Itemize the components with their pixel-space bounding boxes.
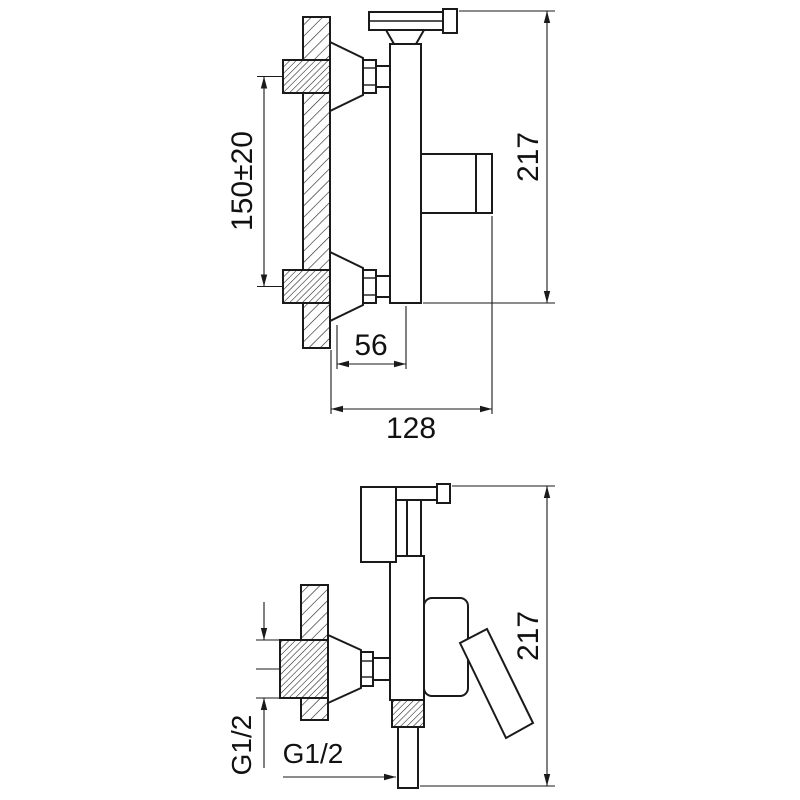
- lower-escutcheon: [329, 250, 391, 323]
- top-view: 150±20 217 56 128: [226, 8, 555, 445]
- escutcheon-bottom: [327, 633, 391, 705]
- holder-end-cap: [436, 483, 451, 504]
- upper-escutcheon-nut: [362, 59, 377, 94]
- handle-end-cap: [442, 8, 458, 34]
- escutcheon-cone-bottom: [327, 633, 362, 705]
- dimension-hose-thread: G1/2: [283, 738, 396, 781]
- lower-connector-tip: [375, 275, 391, 298]
- connector-tip-bottom: [372, 657, 391, 681]
- dimension-overall-height-top: 217: [423, 10, 555, 304]
- dimension-overall-depth: 128: [330, 216, 493, 445]
- inlet-union-bottom: [279, 639, 329, 699]
- mixer-body-side: [389, 555, 425, 701]
- upper-connector-tip: [375, 65, 391, 88]
- dimension-mount-spacing: 150±20: [226, 76, 268, 287]
- mixer-body-front: [389, 43, 422, 304]
- dim-label-overall-depth: 128: [386, 412, 436, 445]
- handle-top: [368, 8, 458, 45]
- lower-escutcheon-cone: [329, 250, 364, 323]
- dim-label-hose-thread: G1/2: [283, 738, 344, 769]
- spout-block: [420, 153, 493, 214]
- lever-handle: [458, 627, 535, 740]
- upper-escutcheon-cone: [329, 40, 364, 113]
- dim-label-inlet-thread: G1/2: [226, 715, 257, 776]
- dim-label-mount-spacing: 150±20: [226, 131, 259, 231]
- dimension-overall-height-bottom: 217: [420, 485, 555, 787]
- union-body-bottom: [279, 639, 329, 699]
- dimension-wall-to-body: 56: [336, 306, 407, 369]
- dimension-inlet-thread: G1/2: [226, 602, 282, 775]
- hose-connection: [391, 699, 425, 789]
- lower-inlet-union: [282, 269, 331, 304]
- holder-bar: [395, 486, 438, 501]
- upper-union-body: [282, 59, 331, 94]
- bottom-view: G1/2 G1/2 217: [226, 483, 555, 789]
- upper-escutcheon: [329, 40, 391, 113]
- dim-label-overall-height-bottom: 217: [512, 611, 545, 661]
- hose-nut: [391, 699, 425, 728]
- spout-outlet: [420, 153, 493, 214]
- dim-label-wall-to-body: 56: [354, 329, 387, 362]
- escutcheon-nut-bottom: [360, 651, 374, 687]
- sprayer-holder: [395, 483, 451, 504]
- upper-inlet-union: [282, 59, 331, 94]
- lower-escutcheon-nut: [362, 269, 377, 304]
- hand-sprayer: [360, 486, 397, 563]
- handle-stem: [384, 29, 426, 45]
- lower-union-body: [282, 269, 331, 304]
- dim-label-overall-height-top: 217: [512, 132, 545, 182]
